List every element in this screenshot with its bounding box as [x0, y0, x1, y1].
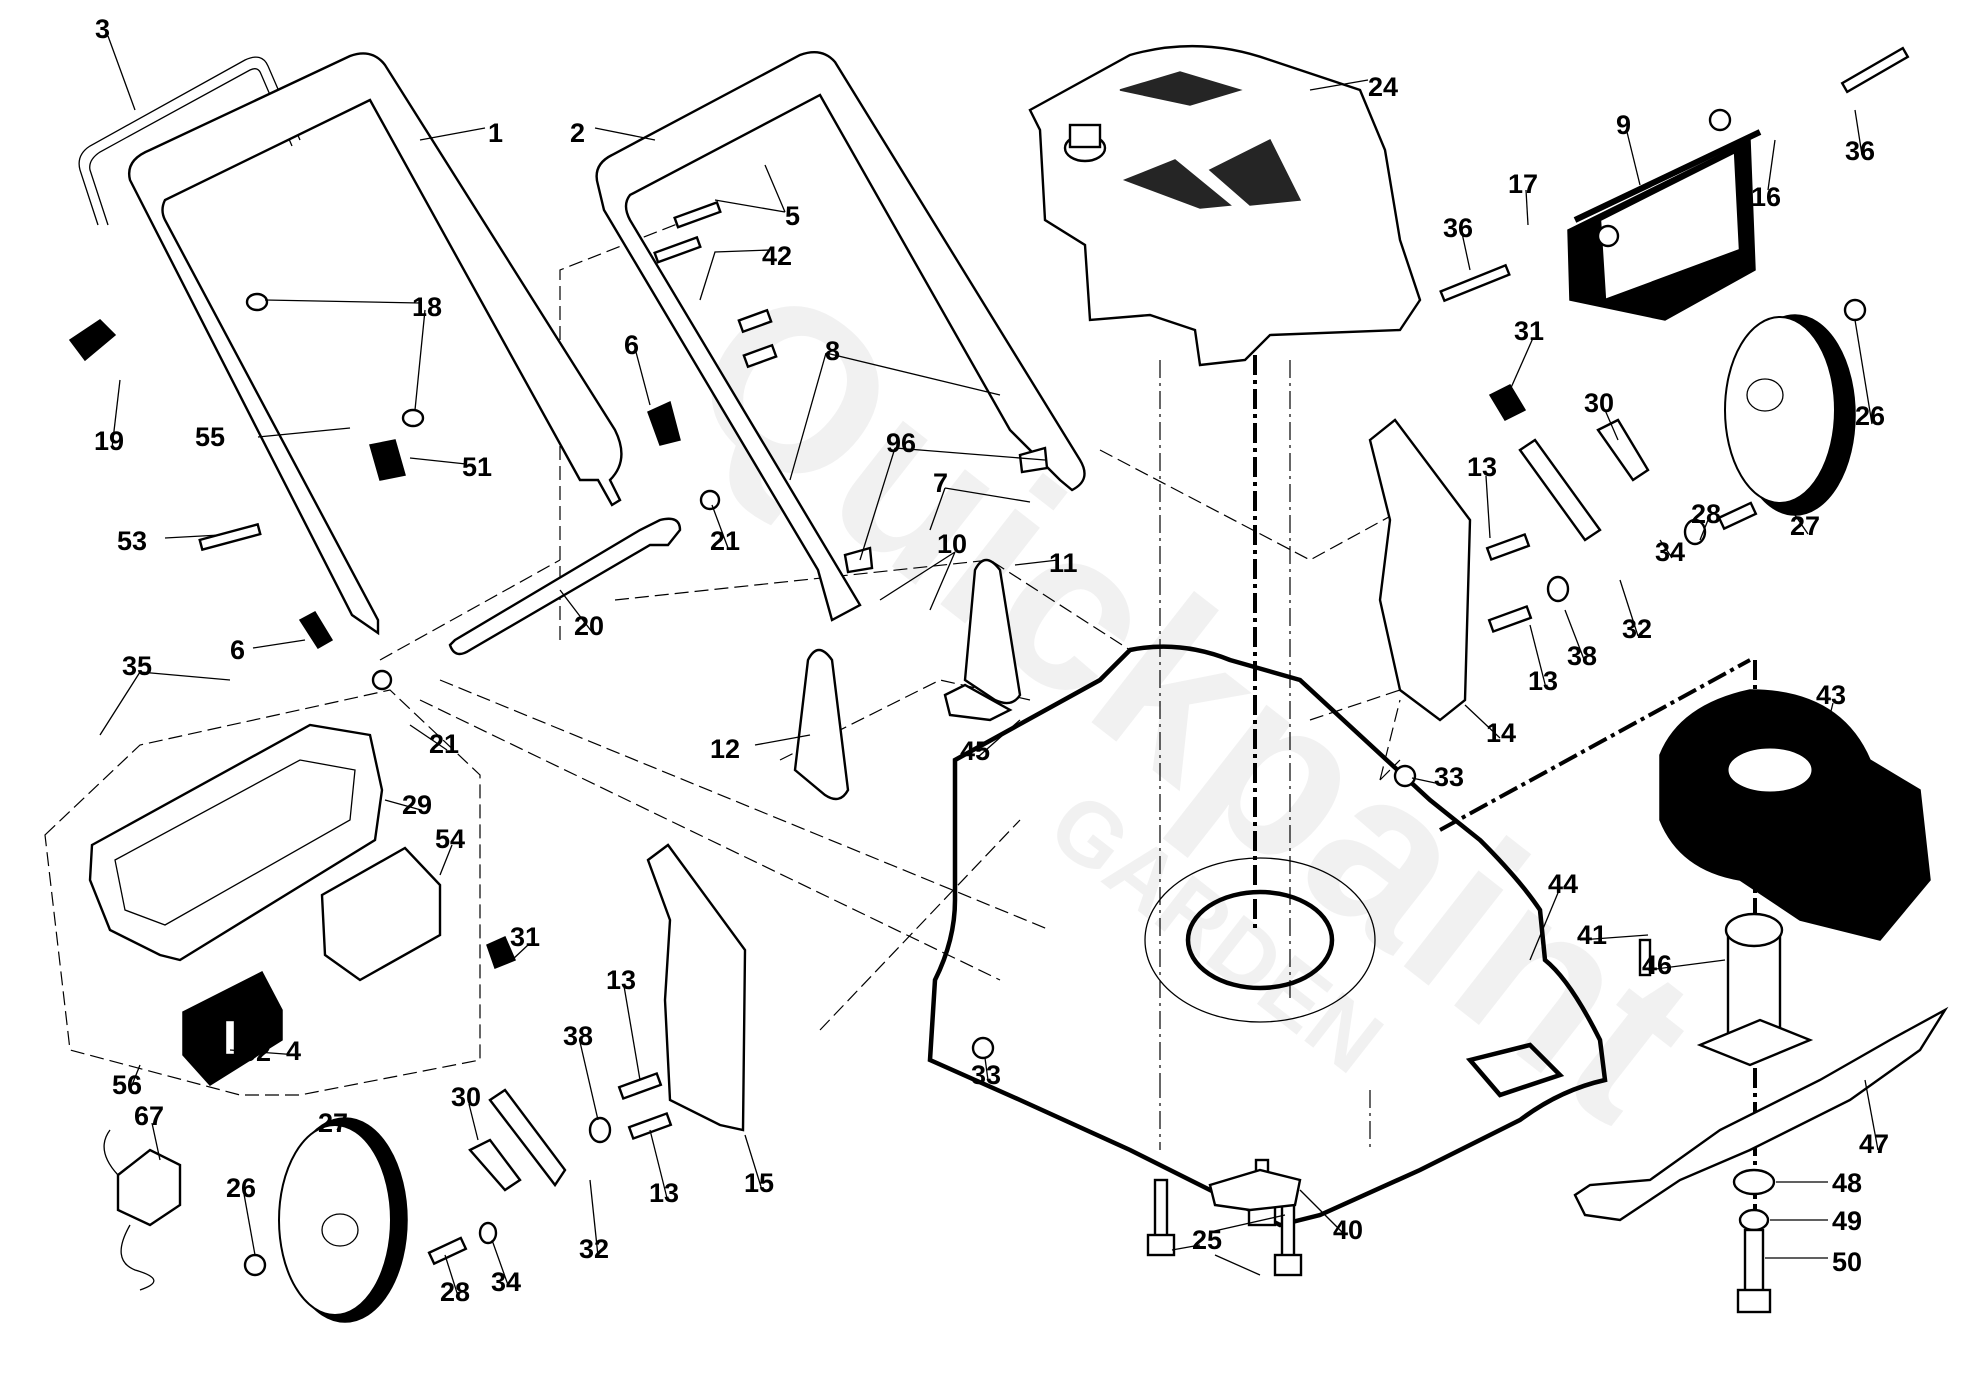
- callout-16[interactable]: 16: [1751, 182, 1781, 212]
- callout-2[interactable]: 2: [570, 118, 585, 148]
- callout-13-left-upper[interactable]: 13: [606, 965, 636, 995]
- callout-43[interactable]: 43: [1816, 680, 1846, 710]
- battery-charger[interactable]: [103, 1129, 182, 1291]
- callout-50[interactable]: 50: [1832, 1247, 1862, 1277]
- blade[interactable]: [1573, 1006, 1949, 1222]
- callout-32-left[interactable]: 32: [579, 1234, 609, 1264]
- rear-axle-plate-right[interactable]: [1368, 418, 1472, 722]
- callout-30-left[interactable]: 30: [451, 1082, 481, 1112]
- blade-baffle[interactable]: [1659, 689, 1931, 941]
- callout-29[interactable]: 29: [402, 790, 432, 820]
- callout-27-right[interactable]: 27: [1790, 511, 1820, 541]
- wheel-left[interactable]: [278, 1117, 408, 1323]
- callout-9[interactable]: 9: [1616, 110, 1631, 140]
- callout-4[interactable]: 4: [286, 1036, 301, 1066]
- callout-38-left[interactable]: 38: [563, 1021, 593, 1051]
- handle-bail-rod[interactable]: [78, 56, 301, 226]
- callout-38-right[interactable]: 38: [1567, 641, 1597, 671]
- callout-21-upper[interactable]: 21: [710, 526, 740, 556]
- handle-support-rod[interactable]: [448, 517, 682, 656]
- callout-49[interactable]: 49: [1832, 1206, 1862, 1236]
- blade-adapter[interactable]: [1696, 912, 1814, 1067]
- callout-51[interactable]: 51: [462, 452, 492, 482]
- callout-36-right[interactable]: 36: [1845, 136, 1875, 166]
- leader-lines: [99, 35, 1879, 1297]
- callout-14[interactable]: 14: [1486, 718, 1516, 748]
- callout-26-right[interactable]: 26: [1855, 401, 1885, 431]
- callout-42[interactable]: 42: [762, 241, 792, 271]
- callout-21-lower[interactable]: 21: [429, 729, 459, 759]
- callout-34-left[interactable]: 34: [491, 1267, 521, 1297]
- callout-13-right-upper[interactable]: 13: [1467, 452, 1497, 482]
- callout-54[interactable]: 54: [435, 824, 465, 854]
- callout-33-right[interactable]: 33: [1434, 762, 1464, 792]
- callout-15[interactable]: 15: [744, 1168, 774, 1198]
- callout-45[interactable]: 45: [960, 736, 990, 766]
- callout-25[interactable]: 25: [1192, 1225, 1222, 1255]
- callout-40[interactable]: 40: [1333, 1215, 1363, 1245]
- battery-box[interactable]: [320, 846, 442, 982]
- callout-24[interactable]: 24: [1368, 72, 1398, 102]
- callout-28-left[interactable]: 28: [440, 1277, 470, 1307]
- callout-6-upper[interactable]: 6: [624, 330, 639, 360]
- callout-52[interactable]: 52: [241, 1037, 271, 1067]
- callout-12[interactable]: 12: [710, 734, 740, 764]
- callout-20[interactable]: 20: [574, 611, 604, 641]
- callout-48[interactable]: 48: [1832, 1168, 1862, 1198]
- callout-41[interactable]: 41: [1577, 920, 1607, 950]
- callout-8[interactable]: 8: [825, 336, 840, 366]
- callout-1[interactable]: 1: [488, 118, 503, 148]
- mower-deck[interactable]: [927, 644, 1608, 1228]
- callout-34-right[interactable]: 34: [1655, 537, 1685, 567]
- callout-30-right[interactable]: 30: [1584, 388, 1614, 418]
- wheel-right[interactable]: [1724, 314, 1856, 516]
- callout-56[interactable]: 56: [112, 1070, 142, 1100]
- small-parts: [68, 46, 1910, 1277]
- callout-13-left-lower[interactable]: 13: [649, 1178, 679, 1208]
- callout-6-lower[interactable]: 6: [230, 635, 245, 665]
- callout-18[interactable]: 18: [412, 292, 442, 322]
- callout-31-left[interactable]: 31: [510, 922, 540, 952]
- callout-labels: 3 1 2 5 42 24 9 36 16 17 36 18 6 8 31 30…: [94, 14, 1889, 1307]
- callout-67[interactable]: 67: [134, 1101, 164, 1131]
- rear-deflector[interactable]: [1567, 129, 1762, 321]
- callout-35[interactable]: 35: [122, 651, 152, 681]
- callout-32-right[interactable]: 32: [1622, 614, 1652, 644]
- watermark: Quickpaint GARDEN: [646, 234, 1741, 1168]
- callout-10[interactable]: 10: [937, 529, 967, 559]
- battery-cover[interactable]: [88, 723, 384, 962]
- callout-96[interactable]: 96: [886, 428, 916, 458]
- callout-26-left[interactable]: 26: [226, 1173, 256, 1203]
- callout-33-left[interactable]: 33: [971, 1060, 1001, 1090]
- callout-5[interactable]: 5: [785, 201, 800, 231]
- callout-28-right[interactable]: 28: [1691, 499, 1721, 529]
- callout-46[interactable]: 46: [1642, 950, 1672, 980]
- callout-17[interactable]: 17: [1508, 169, 1538, 199]
- callout-47[interactable]: 47: [1859, 1129, 1889, 1159]
- callout-36-left[interactable]: 36: [1443, 213, 1473, 243]
- callout-27-left[interactable]: 27: [318, 1108, 348, 1138]
- callout-44[interactable]: 44: [1548, 869, 1578, 899]
- callout-7[interactable]: 7: [933, 468, 948, 498]
- lower-handle[interactable]: [595, 51, 1086, 622]
- label-plate: [943, 683, 1013, 722]
- upper-handle[interactable]: [128, 52, 623, 636]
- callout-13-right-lower[interactable]: 13: [1528, 666, 1558, 696]
- callout-31-right[interactable]: 31: [1514, 316, 1544, 346]
- blade-hardware: [1732, 1168, 1776, 1314]
- engine[interactable]: [1028, 44, 1422, 367]
- callout-3[interactable]: 3: [95, 14, 110, 44]
- engine-bolts: [1146, 1158, 1303, 1277]
- callout-53[interactable]: 53: [117, 526, 147, 556]
- rear-axle-plate-left[interactable]: [646, 843, 747, 1132]
- handle-bracket-right[interactable]: [963, 558, 1022, 705]
- callout-55[interactable]: 55: [195, 422, 225, 452]
- callout-19[interactable]: 19: [94, 426, 124, 456]
- callout-11[interactable]: 11: [1049, 548, 1078, 578]
- handle-bracket-left[interactable]: [793, 648, 850, 801]
